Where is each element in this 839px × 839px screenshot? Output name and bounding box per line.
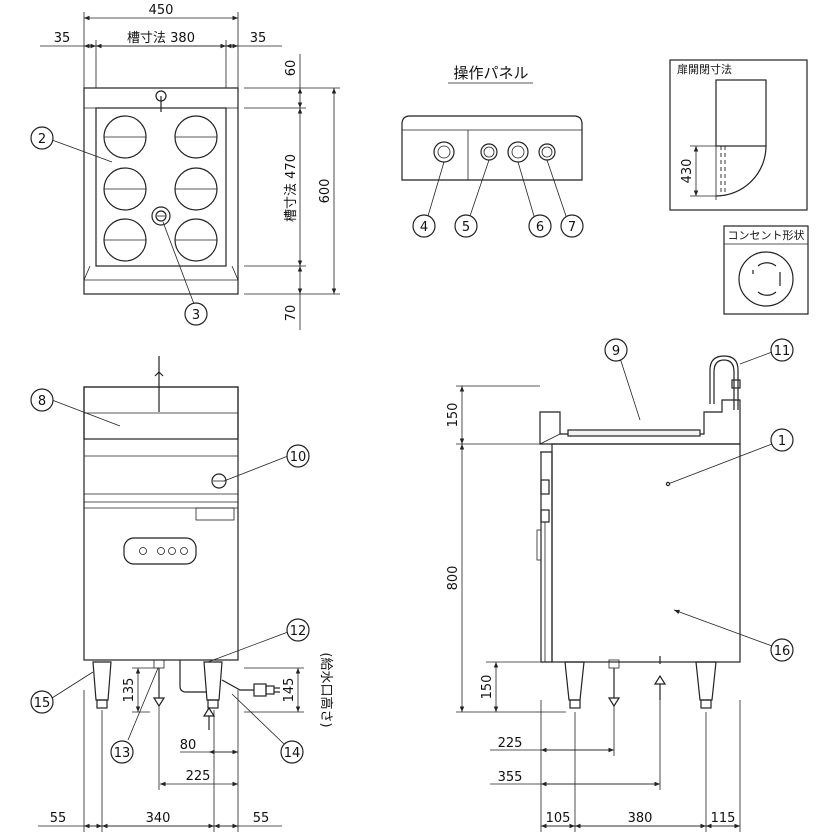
callout-5: 5 [462, 220, 470, 235]
dim-front-bottom-right: 55 [253, 811, 270, 826]
callout-6: 6 [536, 220, 544, 235]
callout-8: 8 [38, 394, 46, 409]
callout-4: 4 [420, 220, 428, 235]
control-panel-title: 操作パネル [453, 64, 528, 82]
dim-front-water-145: 145 [282, 678, 297, 703]
dim-side-body-800: 800 [446, 566, 461, 591]
callout-2: 2 [38, 132, 46, 147]
dim-top-total-width: 450 [149, 3, 174, 18]
dim-front-225: 225 [186, 769, 211, 784]
callout-15: 15 [34, 696, 51, 711]
dim-side-355: 355 [498, 770, 523, 785]
top-view: 450 35 槽寸法 380 35 [30, 3, 340, 330]
dim-top-total-depth: 600 [318, 179, 333, 204]
callout-3: 3 [192, 308, 200, 323]
dim-top-front: 60 [284, 60, 299, 77]
callout-12: 12 [290, 624, 307, 639]
callout-10: 10 [290, 450, 307, 465]
dim-front-drain-135: 135 [122, 678, 137, 703]
callout-1: 1 [778, 434, 786, 449]
callout-14: 14 [284, 746, 301, 761]
dim-side-foot-150: 150 [480, 675, 495, 700]
door-swing-title: 扉開閉寸法 [677, 62, 732, 76]
dim-front-bottom-mid: 340 [146, 811, 171, 826]
outlet-title: コンセント形状 [728, 228, 805, 242]
dim-side-bottom-380: 380 [628, 811, 653, 826]
callout-9: 9 [612, 344, 620, 359]
basket-grid [103, 115, 218, 262]
dim-front-water-note: (給水口高さ) [318, 652, 334, 727]
dim-front-bottom-left: 55 [50, 811, 67, 826]
dim-side-bottom-115: 115 [711, 811, 736, 826]
callout-16: 16 [774, 644, 791, 659]
dim-top-side-right: 35 [250, 31, 267, 46]
dim-side-225: 225 [498, 736, 523, 751]
dim-top-tank-width: 槽寸法 380 [127, 31, 195, 46]
dim-top-back: 70 [284, 305, 299, 322]
side-view: 150 800 150 225 355 105 380 115 9 11 1 [446, 338, 794, 832]
door-swing-430: 430 [680, 159, 695, 184]
control-panel-view: 操作パネル 4 5 6 7 [401, 64, 584, 238]
front-view: 55 340 55 225 80 135 145 (給水口高さ) 8 10 12… [30, 356, 334, 832]
callout-11: 11 [774, 344, 791, 359]
outlet-box: コンセント形状 [723, 225, 809, 315]
dim-side-bottom-105: 105 [546, 811, 571, 826]
dim-side-upper-150: 150 [446, 403, 461, 428]
callout-13: 13 [114, 746, 131, 761]
callout-7: 7 [568, 220, 576, 235]
door-swing-box: 扉開閉寸法 430 [669, 59, 808, 211]
dim-front-80: 80 [180, 738, 197, 753]
dim-top-side-left: 35 [54, 31, 71, 46]
dim-top-tank-depth: 槽寸法 470 [284, 154, 299, 222]
